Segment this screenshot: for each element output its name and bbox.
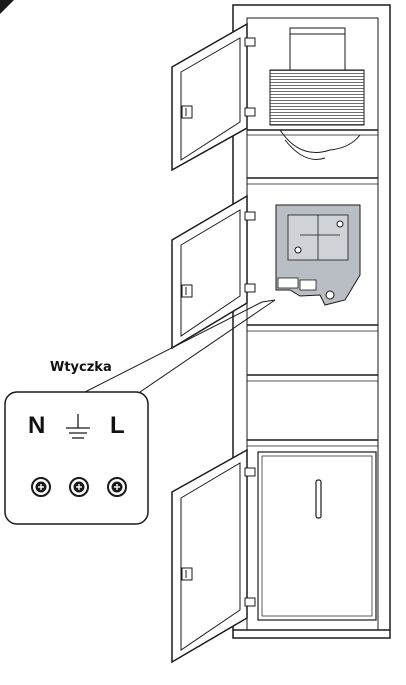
cabinet-door-top	[171, 22, 256, 172]
callout-leader	[84, 299, 276, 393]
terminal-label-n: N	[28, 412, 46, 439]
terminal-screw-ground	[69, 477, 89, 497]
plug-callout-box	[4, 391, 149, 525]
earth-ground-icon	[66, 414, 90, 439]
cabinet-door-bottom	[171, 448, 256, 664]
ventilation-unit	[269, 27, 365, 160]
terminal-screw-n	[31, 477, 51, 497]
cabinet-door-middle	[171, 194, 256, 350]
terminal-label-l: L	[110, 412, 125, 439]
plug-label: Wtyczka	[50, 360, 112, 375]
corner-mark	[0, 0, 14, 14]
bottom-compartment	[257, 451, 377, 621]
control-panel	[275, 204, 361, 306]
terminal-screw-l	[107, 477, 127, 497]
